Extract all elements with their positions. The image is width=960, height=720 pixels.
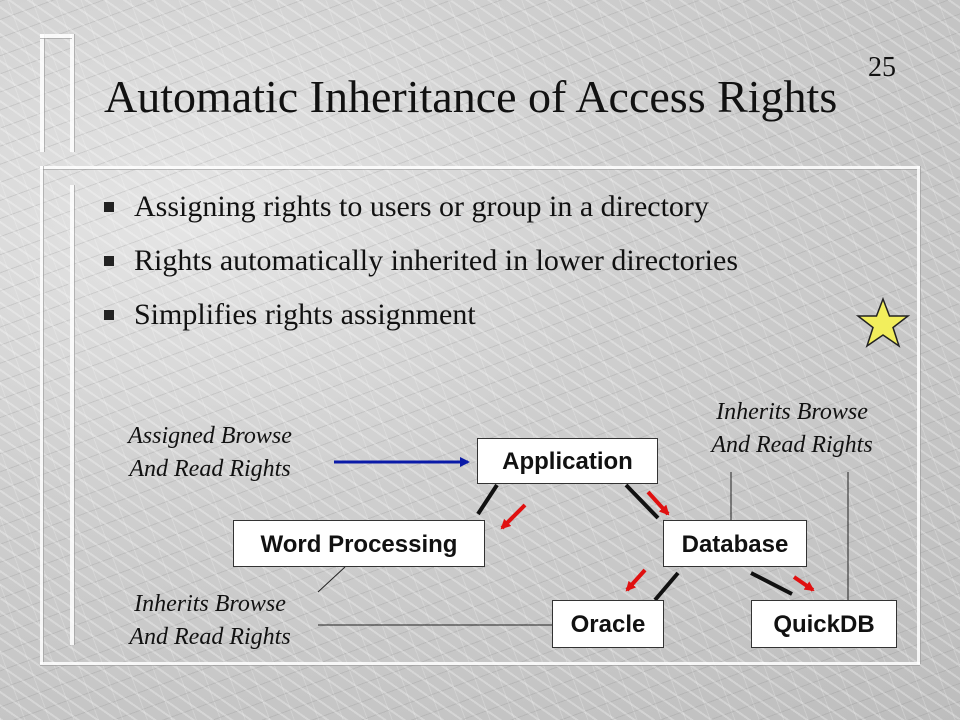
inherit-arrow-quickdb xyxy=(792,575,815,592)
branch-database-quickdb xyxy=(750,571,793,596)
branch-application-word xyxy=(476,483,499,516)
node-application[interactable]: Application xyxy=(477,438,658,484)
frame-mid-top xyxy=(40,166,920,169)
note-assigned-rights: Assigned Browse And Read Rights xyxy=(92,420,328,486)
bullet-item: Simplifies rights assignment xyxy=(104,298,738,352)
note-line: Inherits Browse xyxy=(134,591,286,617)
note-line: And Read Rights xyxy=(711,432,873,458)
branch-database-oracle xyxy=(653,571,680,602)
bullet-list: Assigning rights to users or group in a … xyxy=(104,190,738,352)
inherit-arrow-database xyxy=(646,490,670,516)
note-line: And Read Rights xyxy=(129,624,291,650)
note-line: Assigned Browse xyxy=(128,423,292,449)
note-line: Inherits Browse xyxy=(716,399,868,425)
frame-right xyxy=(917,166,920,664)
inherit-arrow-word xyxy=(500,503,527,530)
frame-left-upper xyxy=(40,34,44,152)
frame-left-lower xyxy=(40,166,43,664)
slide-number: 25 xyxy=(868,52,896,83)
slide-title: Automatic Inheritance of Access Rights xyxy=(104,71,838,122)
note-line: And Read Rights xyxy=(129,456,291,482)
bullet-item: Rights automatically inherited in lower … xyxy=(104,244,738,298)
star-shape xyxy=(855,297,911,348)
bullet-text: Assigning rights to users or group in a … xyxy=(134,190,709,223)
frame-top xyxy=(40,34,72,38)
node-database[interactable]: Database xyxy=(663,520,807,567)
node-oracle[interactable]: Oracle xyxy=(552,600,664,648)
note-inherits-top: Inherits Browse And Read Rights xyxy=(672,396,912,462)
callout-line-bottom-word xyxy=(317,566,346,593)
bullet-text: Simplifies rights assignment xyxy=(134,298,476,331)
frame-left-inner-lower xyxy=(70,185,74,645)
star-icon[interactable] xyxy=(855,297,911,349)
note-inherits-bottom: Inherits Browse And Read Rights xyxy=(90,588,330,654)
node-quickdb[interactable]: QuickDB xyxy=(751,600,897,648)
branch-application-database xyxy=(624,483,660,520)
inherit-arrow-oracle xyxy=(625,568,647,592)
bullet-square-icon xyxy=(104,310,114,321)
bullet-square-icon xyxy=(104,256,114,267)
bullet-square-icon xyxy=(104,202,114,213)
bullet-item: Assigning rights to users or group in a … xyxy=(104,190,738,244)
frame-left-inner-upper xyxy=(70,34,74,152)
bullet-text: Rights automatically inherited in lower … xyxy=(134,244,738,277)
frame-bottom xyxy=(40,662,920,665)
node-word-processing[interactable]: Word Processing xyxy=(233,520,485,567)
